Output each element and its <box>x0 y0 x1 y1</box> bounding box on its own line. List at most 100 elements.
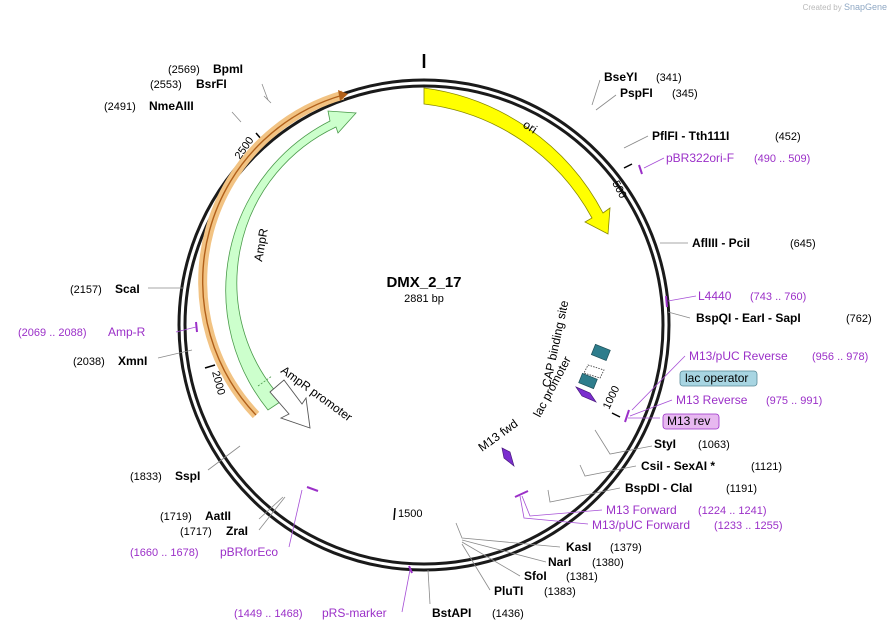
enzyme-bspqi[interactable]: BspQI - EarI - SapI (762) <box>696 311 872 325</box>
svg-text:BseYI: BseYI <box>604 70 637 84</box>
svg-text:(1436): (1436) <box>492 608 524 620</box>
svg-text:lac operator: lac operator <box>685 371 748 385</box>
enzyme-bspdi[interactable]: BspDI - ClaI (1191) <box>625 481 757 495</box>
svg-text:ScaI: ScaI <box>115 282 140 296</box>
plasmid-length: 2881 bp <box>404 293 444 305</box>
enzyme-pflfi[interactable]: PflFI - Tth111I (452) <box>652 129 801 143</box>
enzyme-nmeaiii[interactable]: (2491) NmeAIII <box>104 99 194 113</box>
enzyme-kasi[interactable]: KasI (1379) <box>566 540 642 554</box>
lac-operator-box[interactable]: lac operator <box>679 370 758 387</box>
m13-rev-box[interactable]: M13 rev <box>662 413 720 430</box>
svg-text:PluTI: PluTI <box>494 584 523 598</box>
primer-m13-forward[interactable]: M13 Forward (1224 .. 1241) <box>606 503 767 517</box>
svg-text:NmeAIII: NmeAIII <box>149 99 194 113</box>
enzyme-xmni[interactable]: (2038) XmnI <box>73 354 147 368</box>
ampr-promoter-feature[interactable]: AmpR promoter <box>269 363 355 429</box>
enzyme-bstapi[interactable]: BstAPI (1436) <box>432 606 524 620</box>
enzyme-leaders <box>148 79 691 605</box>
svg-text:(2553): (2553) <box>150 79 182 91</box>
svg-text:(1121): (1121) <box>751 461 782 473</box>
enzyme-bseyi[interactable]: BseYI (341) <box>604 70 682 84</box>
svg-text:(1063): (1063) <box>698 439 730 451</box>
enzyme-aatii[interactable]: (1719) AatII <box>160 509 231 523</box>
svg-text:(341): (341) <box>656 72 682 84</box>
enzyme-pluti[interactable]: PluTI (1383) <box>494 584 576 598</box>
enzyme-bpmi[interactable]: (2569) BpmI <box>168 62 243 76</box>
svg-text:KasI: KasI <box>566 540 591 554</box>
svg-text:(762): (762) <box>846 313 872 325</box>
svg-text:(1449 .. 1468): (1449 .. 1468) <box>234 608 303 620</box>
svg-text:(743 .. 760): (743 .. 760) <box>750 291 806 303</box>
primer-pbr322ori-f[interactable]: pBR322ori-F (490 .. 509) <box>666 151 810 165</box>
enzyme-scai[interactable]: (2157) ScaI <box>70 282 140 296</box>
svg-text:pBR322ori-F: pBR322ori-F <box>666 151 734 165</box>
snapgene-logo: SnapGene <box>843 2 887 12</box>
svg-text:pBRforEco: pBRforEco <box>220 545 278 559</box>
ori-feature[interactable]: ori <box>423 87 611 235</box>
primer-m13-reverse[interactable]: M13 Reverse (975 .. 991) <box>676 393 822 407</box>
enzyme-nari[interactable]: NarI (1380) <box>548 555 624 569</box>
svg-text:(1717): (1717) <box>180 526 212 538</box>
enzyme-zrai[interactable]: (1717) ZraI <box>180 524 248 538</box>
m13-fwd-label: M13 fwd <box>476 416 521 454</box>
svg-text:NarI: NarI <box>548 555 571 569</box>
svg-text:(1380): (1380) <box>592 557 624 569</box>
selection-highlight <box>198 90 345 419</box>
m13-fwd-feature[interactable]: M13 fwd <box>476 416 521 467</box>
selection-arc <box>201 94 344 416</box>
svg-text:(956 .. 978): (956 .. 978) <box>812 351 868 363</box>
svg-text:(1224 .. 1241): (1224 .. 1241) <box>698 505 767 517</box>
credit-text: Created by <box>802 3 842 12</box>
primer-prs-marker[interactable]: (1449 .. 1468) pRS-marker <box>234 606 387 620</box>
svg-text:(2157): (2157) <box>70 284 102 296</box>
svg-text:BstAPI: BstAPI <box>432 606 471 620</box>
svg-text:ZraI: ZraI <box>226 524 248 538</box>
enzyme-pspfi[interactable]: PspFI (345) <box>620 86 698 100</box>
enzyme-bsrfi[interactable]: (2553) BsrFI <box>150 77 227 91</box>
primer-m13puc-reverse[interactable]: M13/pUC Reverse (956 .. 978) <box>689 349 868 363</box>
svg-text:M13 Reverse: M13 Reverse <box>676 393 748 407</box>
svg-text:1000: 1000 <box>601 384 623 411</box>
svg-text:(1381): (1381) <box>566 571 598 583</box>
svg-text:(2038): (2038) <box>73 356 105 368</box>
svg-text:BpmI: BpmI <box>213 62 243 76</box>
ampr-label: AmpR <box>251 227 271 263</box>
svg-text:(1833): (1833) <box>130 471 162 483</box>
ampr-feature[interactable]: AmpR <box>225 110 357 411</box>
m13-rev-arrow[interactable] <box>575 386 597 403</box>
svg-text:(645): (645) <box>790 238 816 250</box>
svg-text:StyI: StyI <box>654 437 676 451</box>
svg-text:M13 rev: M13 rev <box>667 414 710 428</box>
enzyme-styi[interactable]: StyI (1063) <box>654 437 730 451</box>
primer-m13puc-forward[interactable]: M13/pUC Forward (1233 .. 1255) <box>592 518 783 532</box>
backbone <box>177 54 671 572</box>
svg-text:L4440: L4440 <box>698 289 732 303</box>
svg-text:(1233 .. 1255): (1233 .. 1255) <box>714 520 783 532</box>
svg-text:M13/pUC Reverse: M13/pUC Reverse <box>689 349 788 363</box>
svg-text:AatII: AatII <box>205 509 231 523</box>
svg-text:BsrFI: BsrFI <box>196 77 227 91</box>
svg-text:pRS-marker: pRS-marker <box>322 606 387 620</box>
svg-text:M13 Forward: M13 Forward <box>606 503 677 517</box>
svg-text:1500: 1500 <box>398 508 422 520</box>
svg-text:CsiI - SexAI *: CsiI - SexAI * <box>641 459 715 473</box>
svg-text:AflIII - PciI: AflIII - PciI <box>692 236 750 250</box>
primer-leaders <box>175 157 697 613</box>
selection-arrowhead <box>338 90 348 101</box>
plasmid-name: DMX_2_17 <box>386 274 461 291</box>
enzyme-sfoi[interactable]: SfoI (1381) <box>524 569 598 583</box>
svg-text:ori: ori <box>521 117 540 136</box>
svg-text:PflFI - Tth111I: PflFI - Tth111I <box>652 129 729 143</box>
enzyme-afliii[interactable]: AflIII - PciI (645) <box>692 236 816 250</box>
svg-text:SfoI: SfoI <box>524 569 547 583</box>
primer-l4440[interactable]: L4440 (743 .. 760) <box>698 289 806 303</box>
svg-text:(1191): (1191) <box>726 483 757 495</box>
enzyme-csii[interactable]: CsiI - SexAI * (1121) <box>641 459 782 473</box>
enzyme-sspi[interactable]: (1833) SspI <box>130 469 200 483</box>
primer-amp-r[interactable]: (2069 .. 2088) Amp-R <box>18 325 146 339</box>
svg-text:(490 .. 509): (490 .. 509) <box>754 153 810 165</box>
svg-text:XmnI: XmnI <box>118 354 147 368</box>
svg-text:(345): (345) <box>672 88 698 100</box>
primer-pbrforeco[interactable]: (1660 .. 1678) pBRforEco <box>130 545 278 559</box>
